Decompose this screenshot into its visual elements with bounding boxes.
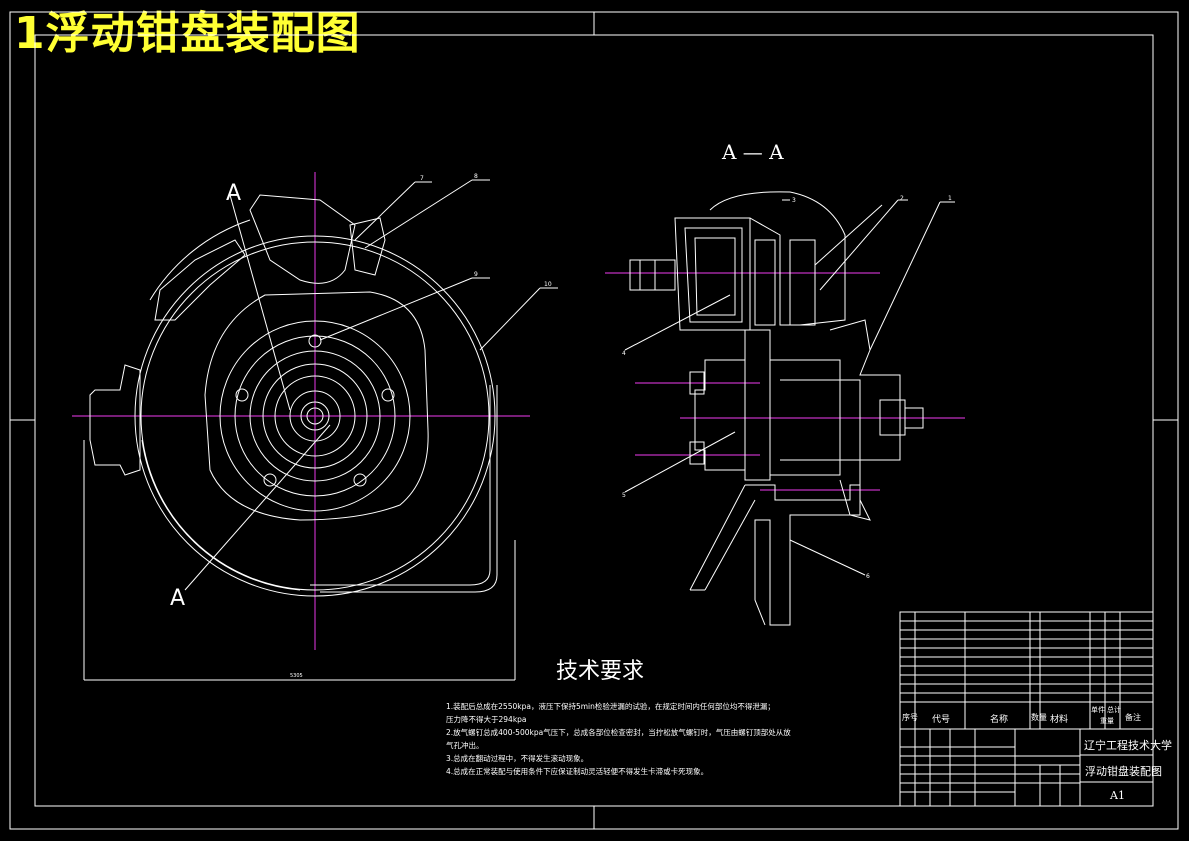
dimension-label: 5305 [290,673,303,679]
school-name: 辽宁工程技术大学 [1084,739,1172,752]
callout-label: 10 [544,281,552,288]
bom-header-weight: 重量 [1100,717,1114,725]
callout-label: 8 [474,173,478,180]
tech-requirements-text: 1.装配后总成在2550kpa，液压下保持5min检验泄漏的试验，在规定时间内任… [446,700,866,778]
title-block [899,611,1154,807]
callout-label: 5 [622,492,626,499]
callout-label: 7 [420,175,424,182]
bom-header-no: 序号 [902,713,918,722]
bom-header-code: 代号 [932,715,951,725]
view-mark-bottom: A [170,586,185,611]
bom-header-unit: 单件 [1091,706,1105,714]
bom-header-qty: 数量 [1031,713,1047,722]
tech-line: 气孔冲出。 [446,741,484,750]
tech-line: 1.装配后总成在2550kpa，液压下保持5min检验泄漏的试验，在规定时间内任… [446,702,775,711]
outer-border [9,11,1179,830]
callout-label: 6 [866,573,870,580]
bom-header-remark: 备注 [1125,713,1141,722]
front-view [72,172,558,681]
section-label: A — A [722,140,784,164]
callout-label: 2 [900,195,904,202]
tech-requirements-heading: 技术要求 [556,659,645,684]
callout-label: 9 [474,271,478,278]
bom-header-material: 材料 [1050,715,1069,725]
callout-label: 1 [948,195,952,202]
inner-border [34,34,1154,807]
drawing-name: 浮动钳盘装配图 [1085,765,1162,778]
section-view [605,191,965,626]
bom-header-name: 名称 [990,715,1009,725]
callout-label: 3 [792,197,796,204]
tech-line: 4.总成在正常装配与使用条件下应保证制动灵活轻便不得发生卡滞或卡死现象。 [446,767,709,776]
bom-header-total: 总计 [1107,706,1121,714]
view-mark-top: A [226,181,241,206]
tech-line: 3.总成在翻动过程中，不得发生滚动现象。 [446,754,589,763]
tech-line: 压力降不得大于294kpa [446,715,527,724]
sheet-size: A1 [1110,789,1125,802]
tech-line: 2.放气螺钉总成400-500kpa气压下，总成各部位检查密封，当拧松放气螺钉时… [446,728,791,737]
callout-label: 4 [622,350,626,357]
drawing-title: 1浮动钳盘装配图 [14,8,361,59]
